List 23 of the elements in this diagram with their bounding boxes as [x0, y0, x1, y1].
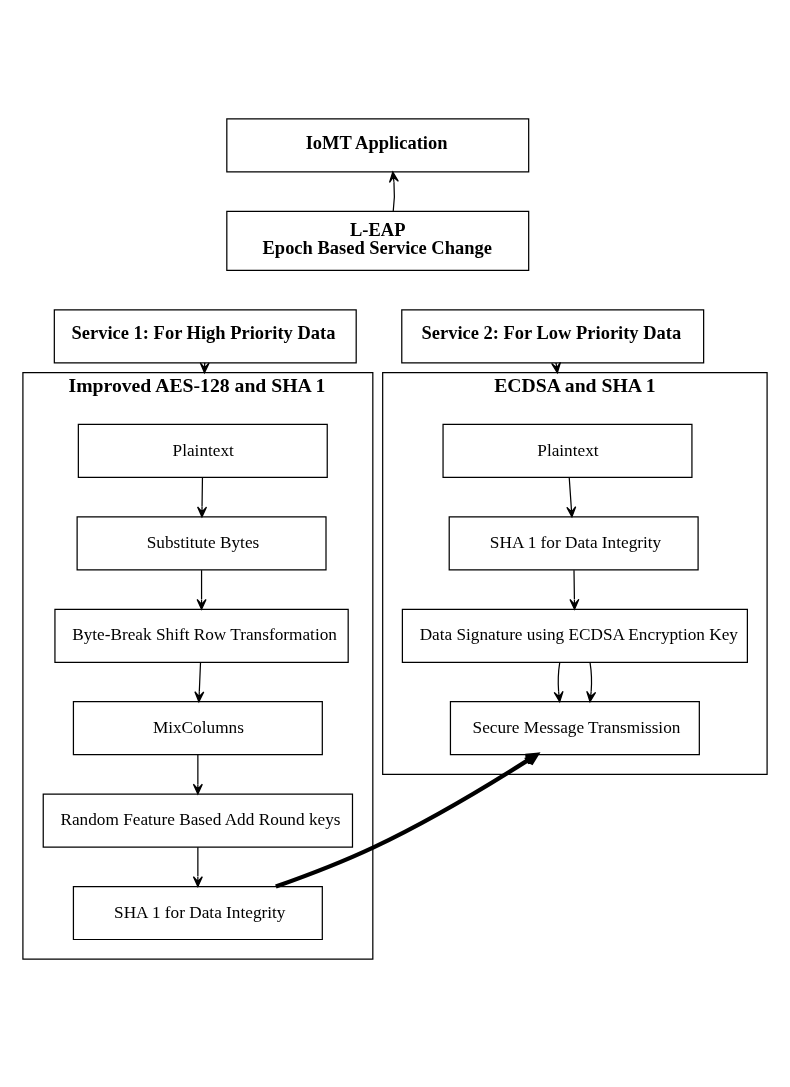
arrow [569, 569, 580, 610]
arrow [196, 569, 207, 610]
node-box: Data Signature using ECDSA Encryption Key [401, 608, 748, 663]
arrow [566, 476, 577, 517]
arrow [388, 170, 399, 212]
arrow [275, 752, 539, 889]
node-box: SHA 1 for Data Integrity [448, 515, 699, 570]
node-box: Secure Message Transmission [449, 700, 700, 755]
arrow [194, 661, 205, 702]
node-box: SHA 1 for Data Integrity [72, 885, 323, 940]
arrow [192, 846, 203, 887]
node-box: Plaintext [442, 423, 693, 478]
node-box: Plaintext [77, 423, 328, 478]
node-box: Random Feature Based Add Round keys [42, 793, 354, 848]
arrow [197, 476, 208, 517]
arrow [586, 661, 597, 702]
node-box: MixColumns [72, 700, 323, 755]
arrow [553, 661, 564, 702]
node-box: Byte-Break Shift Row Transformation [54, 608, 349, 663]
arrow [192, 753, 203, 795]
node-box: IoMT Application [226, 117, 530, 173]
node-box: Substitute Bytes [76, 515, 327, 570]
node-box: L-EAP Epoch Based Service Change [226, 210, 530, 271]
